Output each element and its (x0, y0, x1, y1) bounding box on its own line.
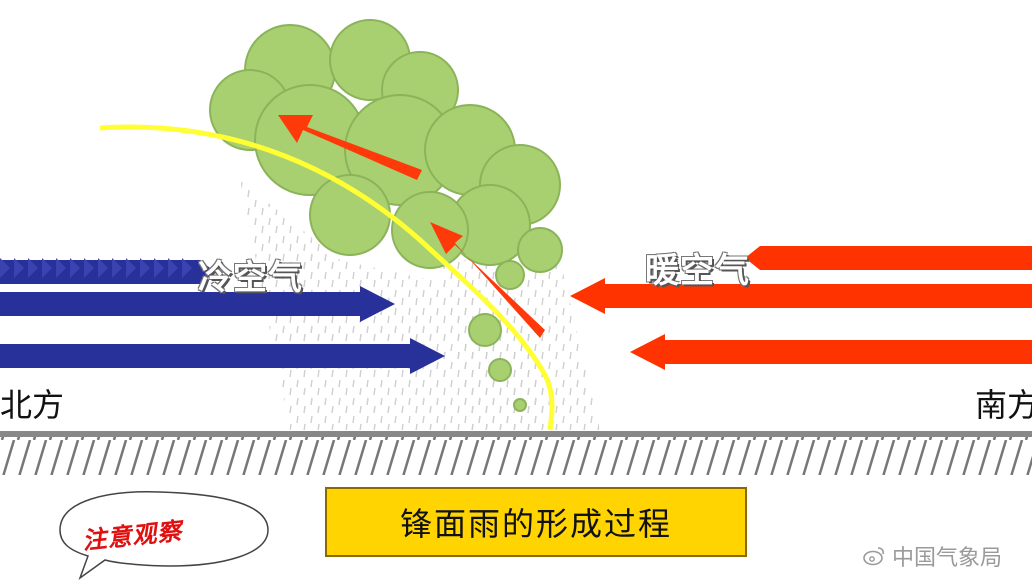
north-label: 北方 (0, 386, 65, 424)
warm-air-arrows (570, 246, 1032, 370)
watermark-text: 中国气象局 (892, 546, 1003, 571)
front-line (99, 124, 555, 431)
watermark: 中国气象局 (862, 540, 1002, 572)
diagram-title: 锋面雨的形成过程 (325, 487, 747, 557)
rising-air-arrows (278, 115, 545, 338)
south-label: 南方 (975, 386, 1032, 424)
cold-arrow-chevrons-top (0, 258, 192, 278)
warm-air-label: 暖空气 (645, 251, 750, 291)
speech-bubble-icon (59, 491, 269, 581)
cold-air-label: 冷空气 (198, 258, 303, 298)
weibo-icon (863, 547, 885, 566)
ground (0, 431, 1032, 475)
cold-air-arrows (0, 258, 445, 374)
rain-cloud (209, 19, 563, 412)
